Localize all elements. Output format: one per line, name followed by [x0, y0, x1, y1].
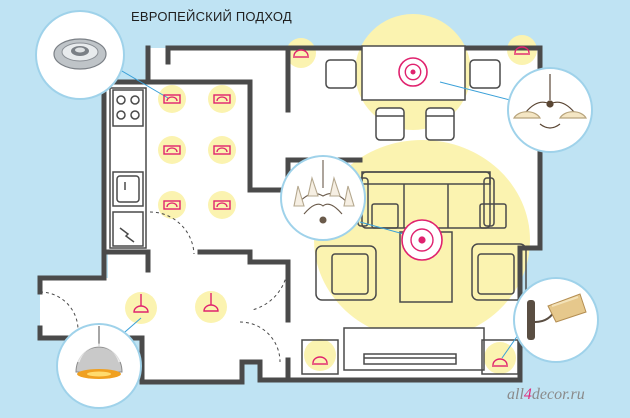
- downlight-icon: [213, 145, 231, 155]
- dining-set: [325, 45, 501, 141]
- downlight-photo-icon: [53, 38, 107, 70]
- sconce-icon: [492, 358, 508, 367]
- multi-arm-chandelier-photo-icon: [293, 160, 355, 224]
- watermark-prefix: all: [507, 386, 524, 403]
- kitchen-counter: [109, 87, 147, 249]
- pendant-icon: [203, 293, 219, 312]
- sconce-icon: [514, 46, 530, 55]
- pendant-photo-icon: [75, 326, 123, 379]
- callout-sconce: [513, 277, 599, 363]
- pendant-icon: [133, 294, 149, 313]
- site-watermark: all4decor.ru: [507, 386, 585, 404]
- callout-spotlight: [35, 10, 125, 100]
- fixture-layer: [133, 46, 530, 367]
- tv-unit: [301, 327, 519, 375]
- coffee-table-and-armchairs: [315, 231, 527, 303]
- ceiling-lamp-icon: [401, 219, 443, 261]
- watermark-digit: 4: [523, 386, 532, 403]
- door-swings: [39, 211, 289, 363]
- sofa: [357, 171, 507, 229]
- downlight-icon: [163, 94, 181, 104]
- page-title: ЕВРОПЕЙСКИЙ ПОДХОД: [131, 9, 292, 24]
- sconce-icon: [312, 356, 328, 365]
- sconce-icon: [293, 49, 309, 58]
- callout-chandelier-dining: [507, 67, 593, 153]
- watermark-suffix: decor.ru: [531, 386, 585, 403]
- appliance: [112, 211, 144, 247]
- stove: [112, 89, 144, 127]
- downlight-icon: [213, 94, 231, 104]
- downlight-icon: [213, 200, 231, 210]
- callout-pendant: [56, 323, 142, 409]
- downlight-icon: [163, 200, 181, 210]
- ceiling-lamp-icon: [398, 57, 428, 87]
- callout-chandelier-living: [280, 155, 366, 241]
- downlight-icon: [163, 145, 181, 155]
- wall-sconce-photo-icon: [527, 293, 587, 340]
- chandelier-photo-icon: [512, 74, 588, 129]
